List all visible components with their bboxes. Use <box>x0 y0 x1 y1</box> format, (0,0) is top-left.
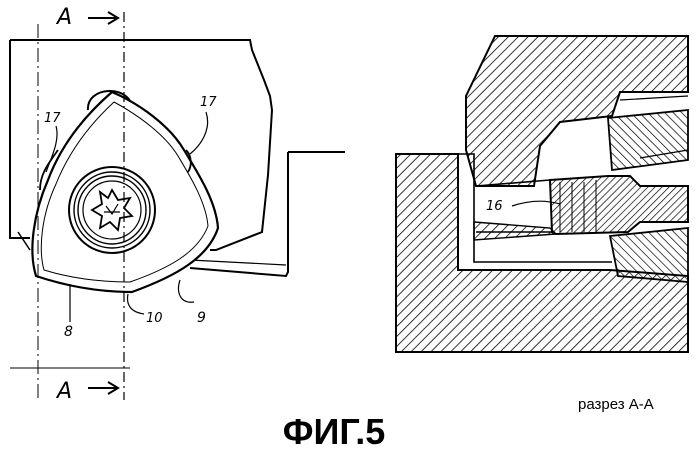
section-view: 16 разрез А-А <box>396 36 688 413</box>
section-caption: разрез А-А <box>578 396 654 413</box>
ref-16: 16 <box>486 199 503 214</box>
ref-17-left: 17 <box>44 111 61 126</box>
ref-8: 8 <box>64 324 73 340</box>
ref-9: 9 <box>197 310 206 326</box>
section-mark-top: A <box>55 5 72 30</box>
holder-seat-line <box>18 232 30 250</box>
lower-bore-hatch <box>474 222 556 240</box>
leader-9 <box>179 280 194 302</box>
section-arrow-bottom <box>88 382 118 394</box>
ref-10: 10 <box>146 311 163 326</box>
holder-step-inner <box>190 260 286 265</box>
section-arrow-top <box>88 12 118 24</box>
ref-17-right: 17 <box>200 95 217 110</box>
leader-17-right <box>190 112 208 154</box>
section-mark-bottom: A <box>55 379 72 404</box>
figure-caption: ФИГ.5 <box>283 411 386 452</box>
plan-view: A A 17 17 8 10 9 <box>10 5 345 404</box>
insert-section-top <box>608 110 688 170</box>
screw-section <box>550 176 688 234</box>
leader-10 <box>128 294 144 314</box>
insert-section-bottom <box>610 228 688 282</box>
